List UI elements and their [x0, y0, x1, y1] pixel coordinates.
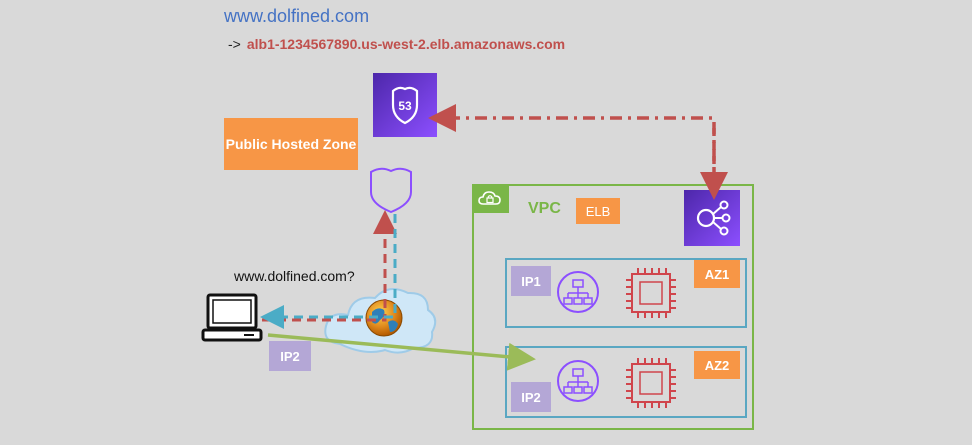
internet-cloud-icon [324, 288, 437, 354]
ip1-label: IP1 [511, 266, 551, 296]
az1-subnet-box [505, 258, 747, 328]
az1-label: AZ1 [694, 260, 740, 288]
ip2-az-label: IP2 [511, 382, 551, 412]
ec2-instance-icon [626, 268, 676, 318]
route53-icon: 53 [373, 73, 437, 137]
laptop-icon [201, 293, 263, 342]
load-balancer-icon [557, 360, 599, 402]
route53-elb-link [428, 104, 728, 200]
vpc-cloud-icon [473, 185, 509, 213]
dns-query-arrow [262, 210, 397, 322]
route53-badge-text: 53 [398, 99, 412, 113]
dns-response-arrow [260, 214, 397, 329]
client-dns-query: www.dolfined.com? [234, 268, 355, 284]
traffic-to-ip2-arrow [267, 333, 536, 371]
load-balancer-icon [557, 271, 599, 313]
vpc-label: VPC [528, 200, 561, 217]
az2-label: AZ2 [694, 351, 740, 379]
elb-label: ELB [576, 198, 620, 224]
route53-shield-icon [370, 167, 412, 214]
route53-shield-glyph: 53 [391, 86, 419, 125]
alias-record-text: -> alb1-1234567890.us-west-2.elb.amazonaw… [228, 36, 565, 52]
domain-name-text: www.dolfined.com [224, 6, 370, 26]
vpc-boundary [472, 184, 754, 430]
public-hosted-zone-label: Public Hosted Zone [224, 118, 358, 170]
ec2-instance-icon [626, 358, 676, 408]
alias-arrow: -> [228, 36, 241, 52]
alias-target: alb1-1234567890.us-west-2.elb.amazonaws.… [246, 36, 566, 52]
ip2-response-label: IP2 [269, 341, 311, 371]
az2-subnet-box [505, 346, 747, 418]
